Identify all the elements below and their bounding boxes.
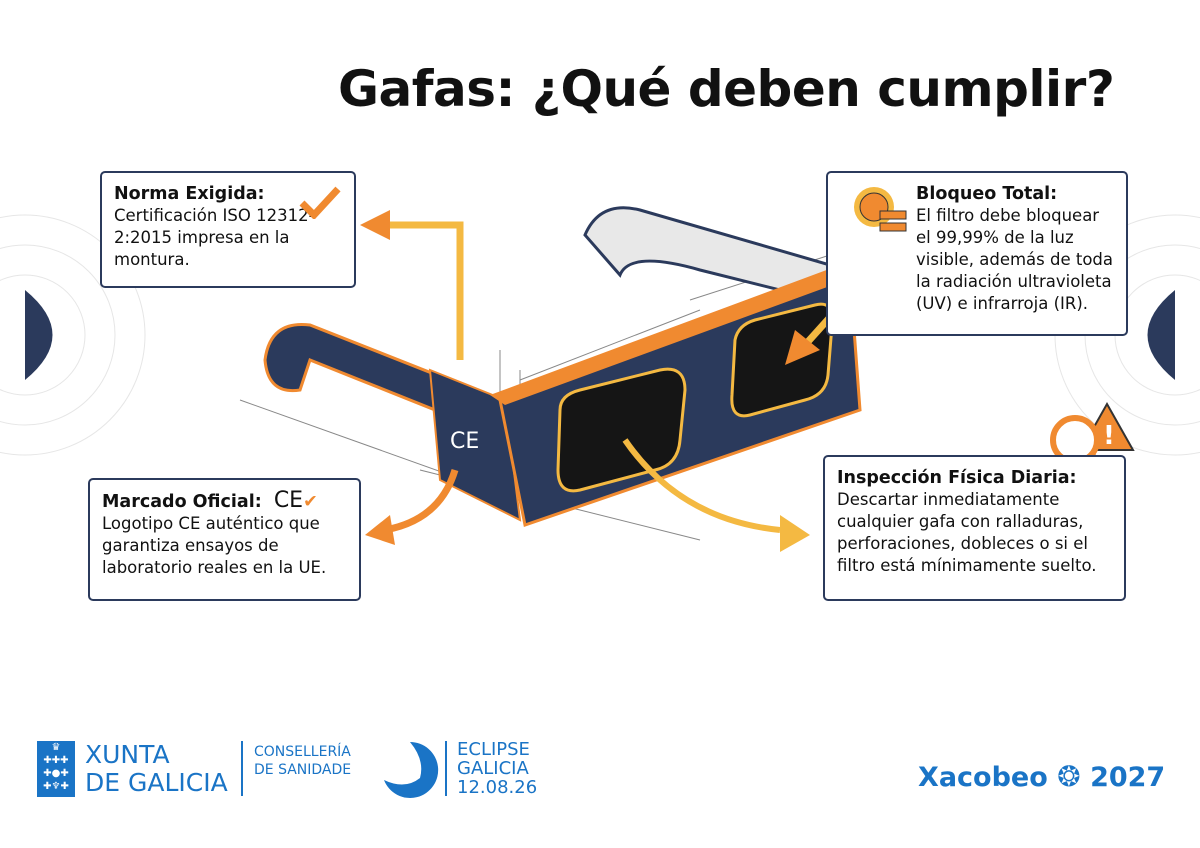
- card-body: Descartar inmediatamente cualquier gafa …: [837, 490, 1097, 575]
- arrow-marcado: [384, 468, 459, 534]
- eclipse-date: 12.08.26: [457, 777, 538, 798]
- card-body: Logotipo CE auténtico que garantiza ensa…: [102, 514, 327, 577]
- xacobeo-word: Xacobeo: [918, 762, 1048, 793]
- card-heading-text: Marcado Oficial:: [102, 492, 262, 512]
- ce-check-icon: CE: [273, 488, 304, 513]
- eclipse-line-1: ECLIPSE: [457, 739, 530, 760]
- checkmark-icon: ✔: [303, 492, 318, 512]
- arrowhead-marcado: [365, 515, 395, 545]
- eclipse-line-2: GALICIA: [457, 758, 529, 779]
- card-body: El filtro debe bloquear el 99,99% de la …: [916, 206, 1114, 313]
- arrowhead-bloqueo: [785, 330, 820, 365]
- card-heading: Marcado Oficial: CE✔: [102, 490, 347, 513]
- temple-back: [583, 206, 832, 302]
- arrow-inspeccion: [622, 438, 781, 533]
- card-marcado-oficial: Marcado Oficial: CE✔ Logotipo CE auténti…: [88, 478, 361, 601]
- glasses-illustration: CE: [0, 206, 1200, 552]
- conselleria-line-1: CONSELLERÍA: [254, 744, 351, 760]
- card-bloqueo-total: Bloqueo Total: El filtro debe bloquear e…: [826, 171, 1128, 336]
- divider: [241, 741, 243, 796]
- lens-right: [730, 302, 834, 418]
- page-title: Gafas: ¿Qué deben cumplir?: [338, 60, 1115, 118]
- frame-top-edge: [490, 265, 860, 405]
- xunta-crest-icon: ♛✚✚✚✚●✚✚♆✚: [37, 741, 75, 797]
- eye-right-icon: [1147, 290, 1175, 380]
- xacobeo-year: 2027: [1090, 762, 1166, 793]
- card-heading: Inspección Física Diaria:: [837, 468, 1077, 488]
- card-inspeccion-fisica: Inspección Física Diaria: Descartar inme…: [823, 455, 1126, 601]
- card-heading: Bloqueo Total:: [916, 184, 1058, 204]
- xunta-line-1: XUNTA: [85, 740, 170, 769]
- card-heading: Norma Exigida:: [114, 184, 265, 204]
- conselleria-line-2: DE SANIDADE: [254, 762, 352, 778]
- xunta-line-2: DE GALICIA: [85, 768, 228, 797]
- svg-text:!: !: [1103, 421, 1115, 451]
- card-body: Certificación ISO 12312-2:2015 impresa e…: [114, 206, 315, 269]
- arrowhead-norma: [360, 210, 390, 240]
- card-norma-exigida: Norma Exigida: Certificación ISO 12312-2…: [100, 171, 356, 288]
- divider: [445, 741, 447, 796]
- eye-left-icon: [25, 290, 53, 380]
- conselleria-text: CONSELLERÍA DE SANIDADE: [254, 743, 351, 779]
- eye-decoration-left: [0, 214, 146, 456]
- frame-ce-mark: CE: [450, 429, 479, 454]
- checkmark-icon: [299, 186, 341, 219]
- lens-left: [556, 367, 687, 493]
- scallop-shell-icon: ❂: [1057, 760, 1081, 793]
- xacobeo-logo: Xacobeo ❂ 2027: [918, 760, 1165, 793]
- arrow-norma: [385, 221, 464, 360]
- eclipse-logo-icon: [384, 741, 439, 798]
- arrowhead-inspeccion: [780, 515, 810, 552]
- sun-filter-icon: [854, 187, 907, 232]
